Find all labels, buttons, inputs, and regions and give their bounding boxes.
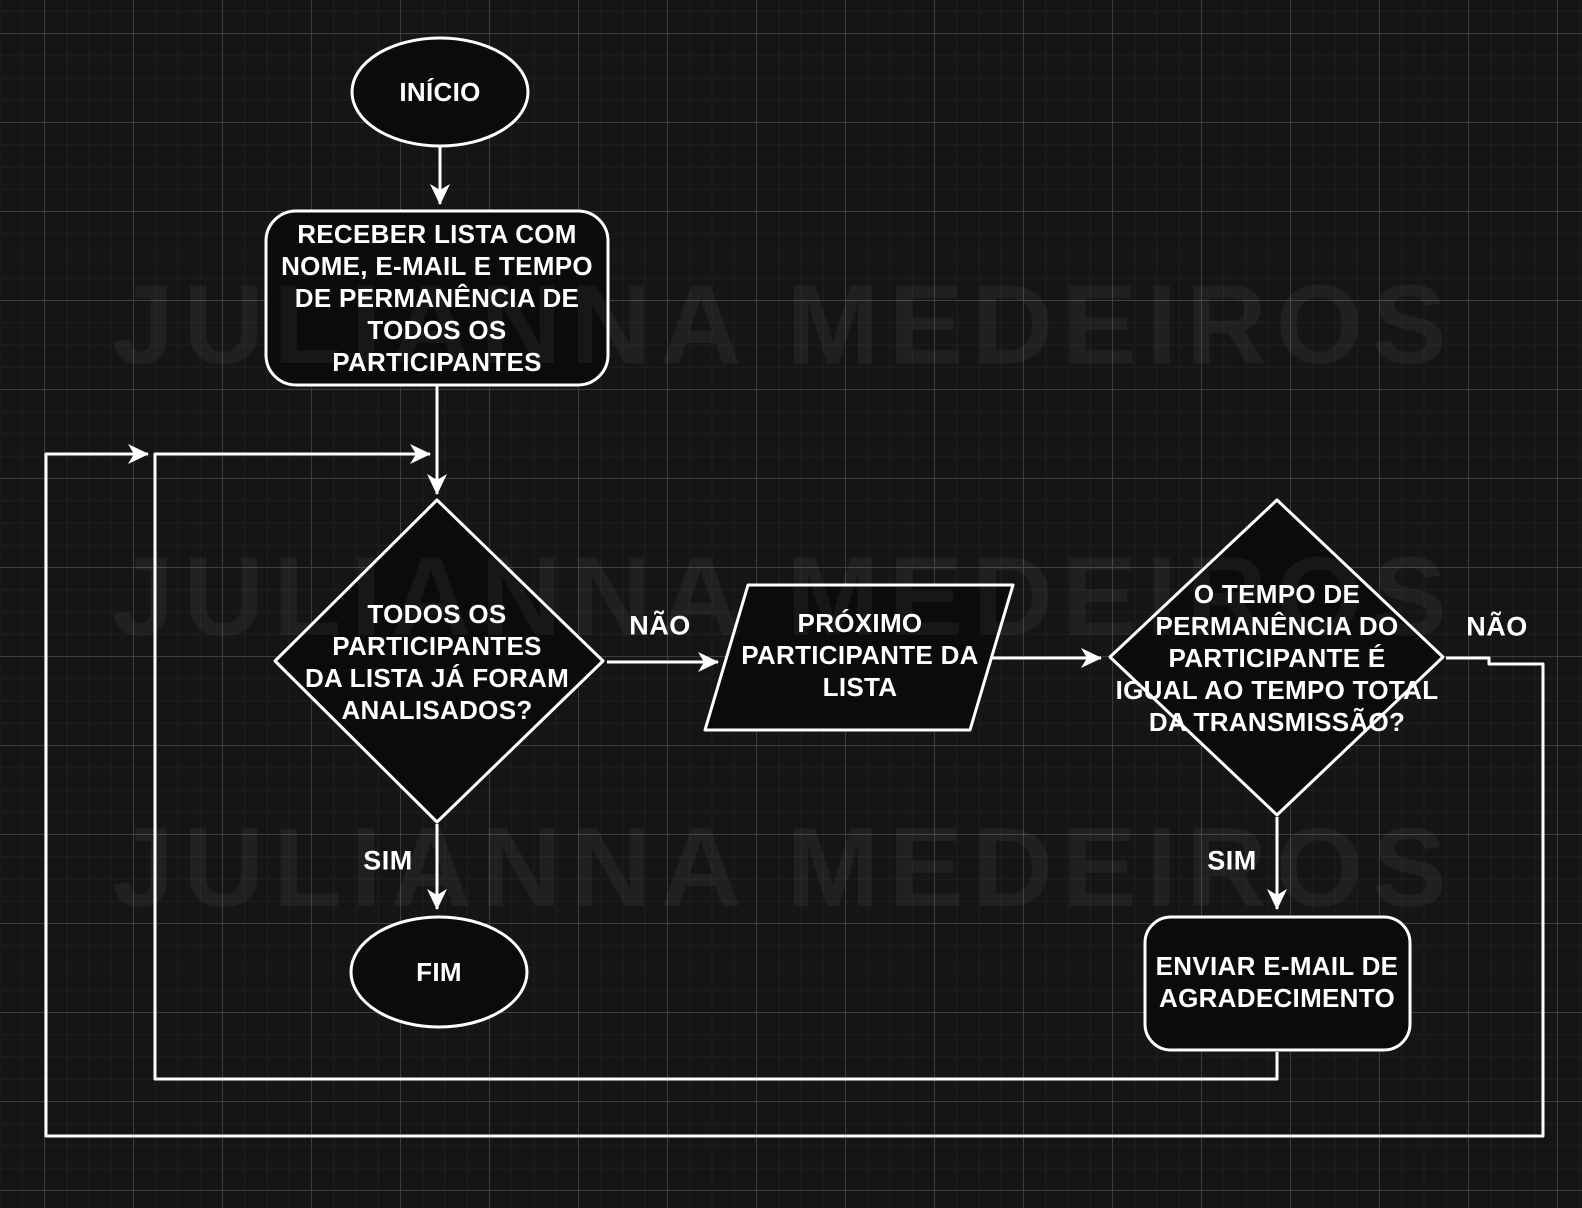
node-send-email — [1143, 915, 1412, 1052]
node-next-participant — [703, 583, 1015, 732]
node-start — [350, 36, 530, 148]
node-all-analyzed — [273, 498, 605, 824]
edge-email-return-loop — [153, 444, 1279, 1081]
time-equal-label: O TEMPO DE PERMANÊNCIA DO PARTICIPANTE É… — [1115, 579, 1439, 737]
edge-label-sim-1: SIM — [363, 845, 413, 876]
receive-list-label: RECEBER LISTA COM NOME, E-MAIL E TEMPO D… — [281, 219, 593, 377]
start-label: INÍCIO — [399, 77, 481, 107]
all-analyzed-label: TODOS OS PARTICIPANTES DA LISTA JÁ FORAM… — [304, 599, 570, 725]
node-receive-list — [264, 209, 610, 387]
end-label: FIM — [416, 957, 462, 987]
next-participant-label: PRÓXIMO PARTICIPANTE DA LISTA — [741, 608, 979, 702]
node-time-equal — [1108, 498, 1445, 817]
send-email-label: ENVIAR E-MAIL DE AGRADECIMENTO — [1155, 951, 1399, 1013]
edge-label-sim-2: SIM — [1207, 845, 1257, 876]
edge-decision2-nao-loop — [44, 444, 1545, 1138]
edge-label-nao-1: NÃO — [629, 610, 691, 641]
node-end — [349, 915, 529, 1029]
edge-label-nao-2: NÃO — [1466, 611, 1528, 642]
